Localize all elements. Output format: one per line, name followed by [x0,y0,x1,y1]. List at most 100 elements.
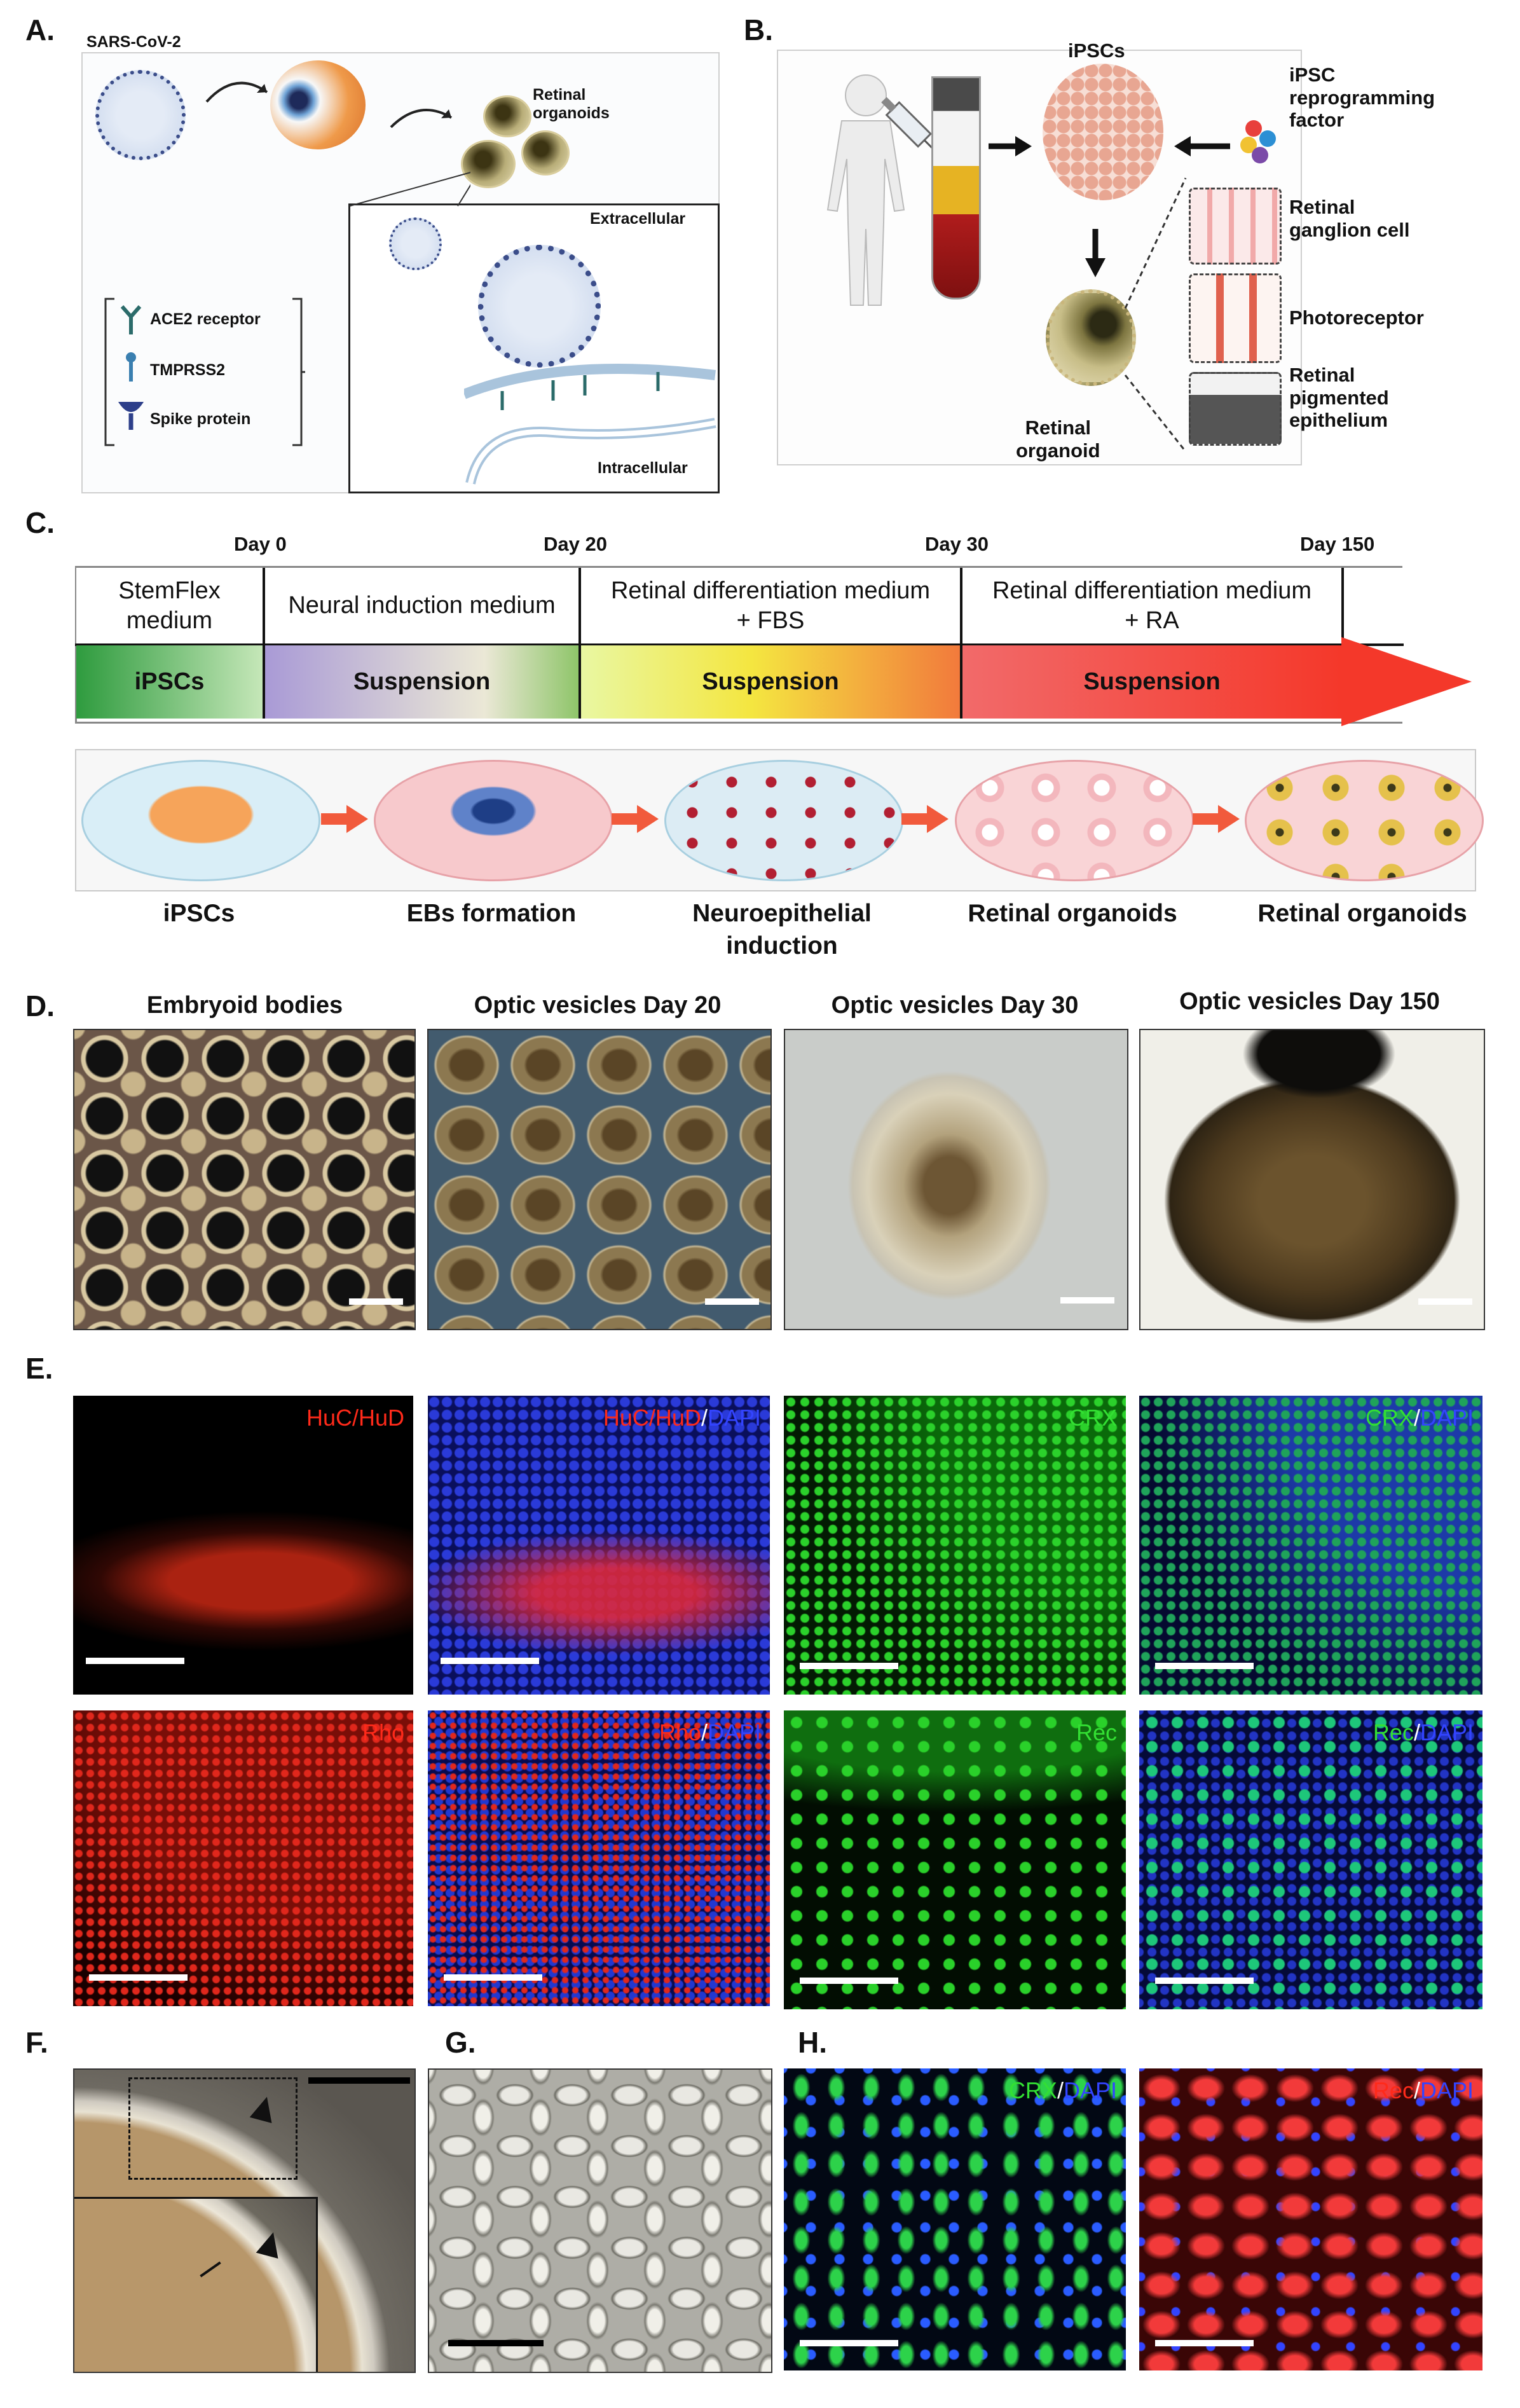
eye-icon [270,60,366,149]
micrograph-title: Optic vesicles Day 150 [1179,988,1440,1015]
photoreceptor-label: Photoreceptor [1289,306,1424,329]
rpe-label: Retinal pigmented epithelium [1289,364,1389,432]
rec-dapi-image: Rec/DAPI [1139,1710,1482,2009]
curved-arrow-icon [205,81,268,103]
process-arrow [612,813,637,825]
ace2-receptor-icon [120,305,142,334]
membrane-shape [464,364,716,485]
dish-label: Retinal organoids [1257,900,1467,927]
extracellular-label: Extracellular [590,210,686,228]
stain-label: HuC/HuD [306,1405,404,1431]
micrograph-title: Optic vesicles Day 30 [831,992,1079,1019]
rpe-box [1189,372,1282,446]
arrow-down-icon [1085,229,1106,277]
crx-image: CRX [784,1396,1126,1695]
stain-label: Rec [1076,1719,1117,1745]
stain-label: Rec/DAPI [1373,2077,1474,2103]
panel-d-letter: D. [25,989,55,1022]
timeline-divider [75,643,1404,646]
stage-bar: Suspension [581,645,962,719]
dish-label: iPSCs [163,900,235,927]
stage-bar: iPSCs [76,645,265,719]
scale-bar [800,1663,898,1669]
scale-bar [86,1658,184,1664]
virus-icon [389,217,442,270]
ganglion-cell-label: Retinal ganglion cell [1289,196,1410,241]
panel-e-letter: E. [25,1352,53,1385]
micrograph-title: Optic vesicles Day 20 [474,992,722,1019]
brightfield-cells-image [428,2068,772,2373]
scale-bar [448,2340,544,2346]
dish-label: Retinal organoids [968,900,1177,927]
arrow-left-icon [1174,136,1230,156]
crx-dapi-culture-image: CRX/DAPI [784,2068,1126,2370]
scale-bar [800,1978,898,1984]
legend-ace2: ACE2 receptor [150,310,261,328]
ipscs-label: iPSCs [1068,39,1125,62]
scale-bar [308,2077,410,2084]
crx-dapi-image: CRX/DAPI [1139,1396,1482,1695]
stage-bar: Suspension [265,645,581,719]
micrograph-title: Embryoid bodies [146,992,343,1019]
process-arrow [901,813,927,825]
scale-bar [349,1298,403,1305]
optic-vesicles-day20-image [427,1029,772,1330]
optic-vesicles-day30-image [784,1029,1128,1330]
stage-bar: Suspension [962,645,1344,719]
process-arrow [1193,813,1218,825]
neuroepithelial-dish [664,760,903,881]
tmprss2-icon [126,352,136,382]
optic-vesicles-day150-image [1139,1029,1485,1330]
panel-c-letter: C. [25,506,55,539]
rec-image: Rec [784,1710,1126,2009]
legend-spike: Spike protein [150,410,251,428]
scale-bar [1418,1298,1472,1305]
huc-hud-image: HuC/HuD [73,1396,413,1695]
sars-cov-2-label: SARS-CoV-2 [86,33,181,51]
huc-hud-dapi-image: HuC/HuD/DAPI [428,1396,770,1695]
rec-dapi-culture-image: Rec/DAPI [1139,2068,1482,2370]
medium-cell: Retinal differentiation medium + FBS [581,568,962,644]
day-label: Day 20 [544,533,607,555]
intracellular-label: Intracellular [598,459,688,477]
virus-icon [478,245,601,368]
process-arrow-head [927,805,948,833]
organoid-dish-late [1245,760,1484,881]
ganglion-cell-box [1189,188,1282,265]
retinal-organoid-icon [1046,289,1136,386]
dish-label: EBs formation [406,900,577,927]
legend-tmprss2: TMPRSS2 [150,361,226,379]
organoid-icon [461,140,516,188]
scale-bar [800,2340,898,2346]
stain-label: CRX [1068,1405,1117,1431]
organoid-dish-early [955,760,1194,881]
eb-dish [374,760,613,881]
stain-label: Rec/DAPI [1373,1719,1474,1745]
stain-label: HuC/HuD/DAPI [603,1405,761,1431]
stain-label: Rho [362,1719,404,1745]
day-label: Day 0 [234,533,287,555]
panel-b-letter: B. [744,13,773,46]
day-label: Day 30 [925,533,989,555]
syringe-icon [881,97,935,150]
organoid-icon [521,130,570,175]
retinal-organoid-label: Retinal organoid [1016,416,1100,462]
scale-bar [705,1298,759,1305]
timeline-arrowhead [1341,637,1472,726]
dish-label: Neuroepithelial induction [692,900,872,960]
medium-cell: Retinal differentiation medium + RA [962,568,1344,644]
scale-bar [444,1974,542,1981]
zoom-lines [349,172,470,207]
photoreceptor-box [1189,273,1282,363]
retinal-organoids-label: Retinal organoids [533,86,610,122]
rho-image: Rho [73,1710,413,2006]
virus-icon [95,70,186,160]
arrow-right-icon [989,136,1032,156]
human-figure-icon [826,74,905,306]
scale-bar [89,1974,188,1981]
stain-label: Rho/DAPI [659,1719,761,1745]
scale-bar [1155,1978,1254,1984]
panel-g-letter: G. [445,2026,476,2059]
embryoid-bodies-image [73,1029,416,1330]
scale-bar [1060,1297,1114,1304]
